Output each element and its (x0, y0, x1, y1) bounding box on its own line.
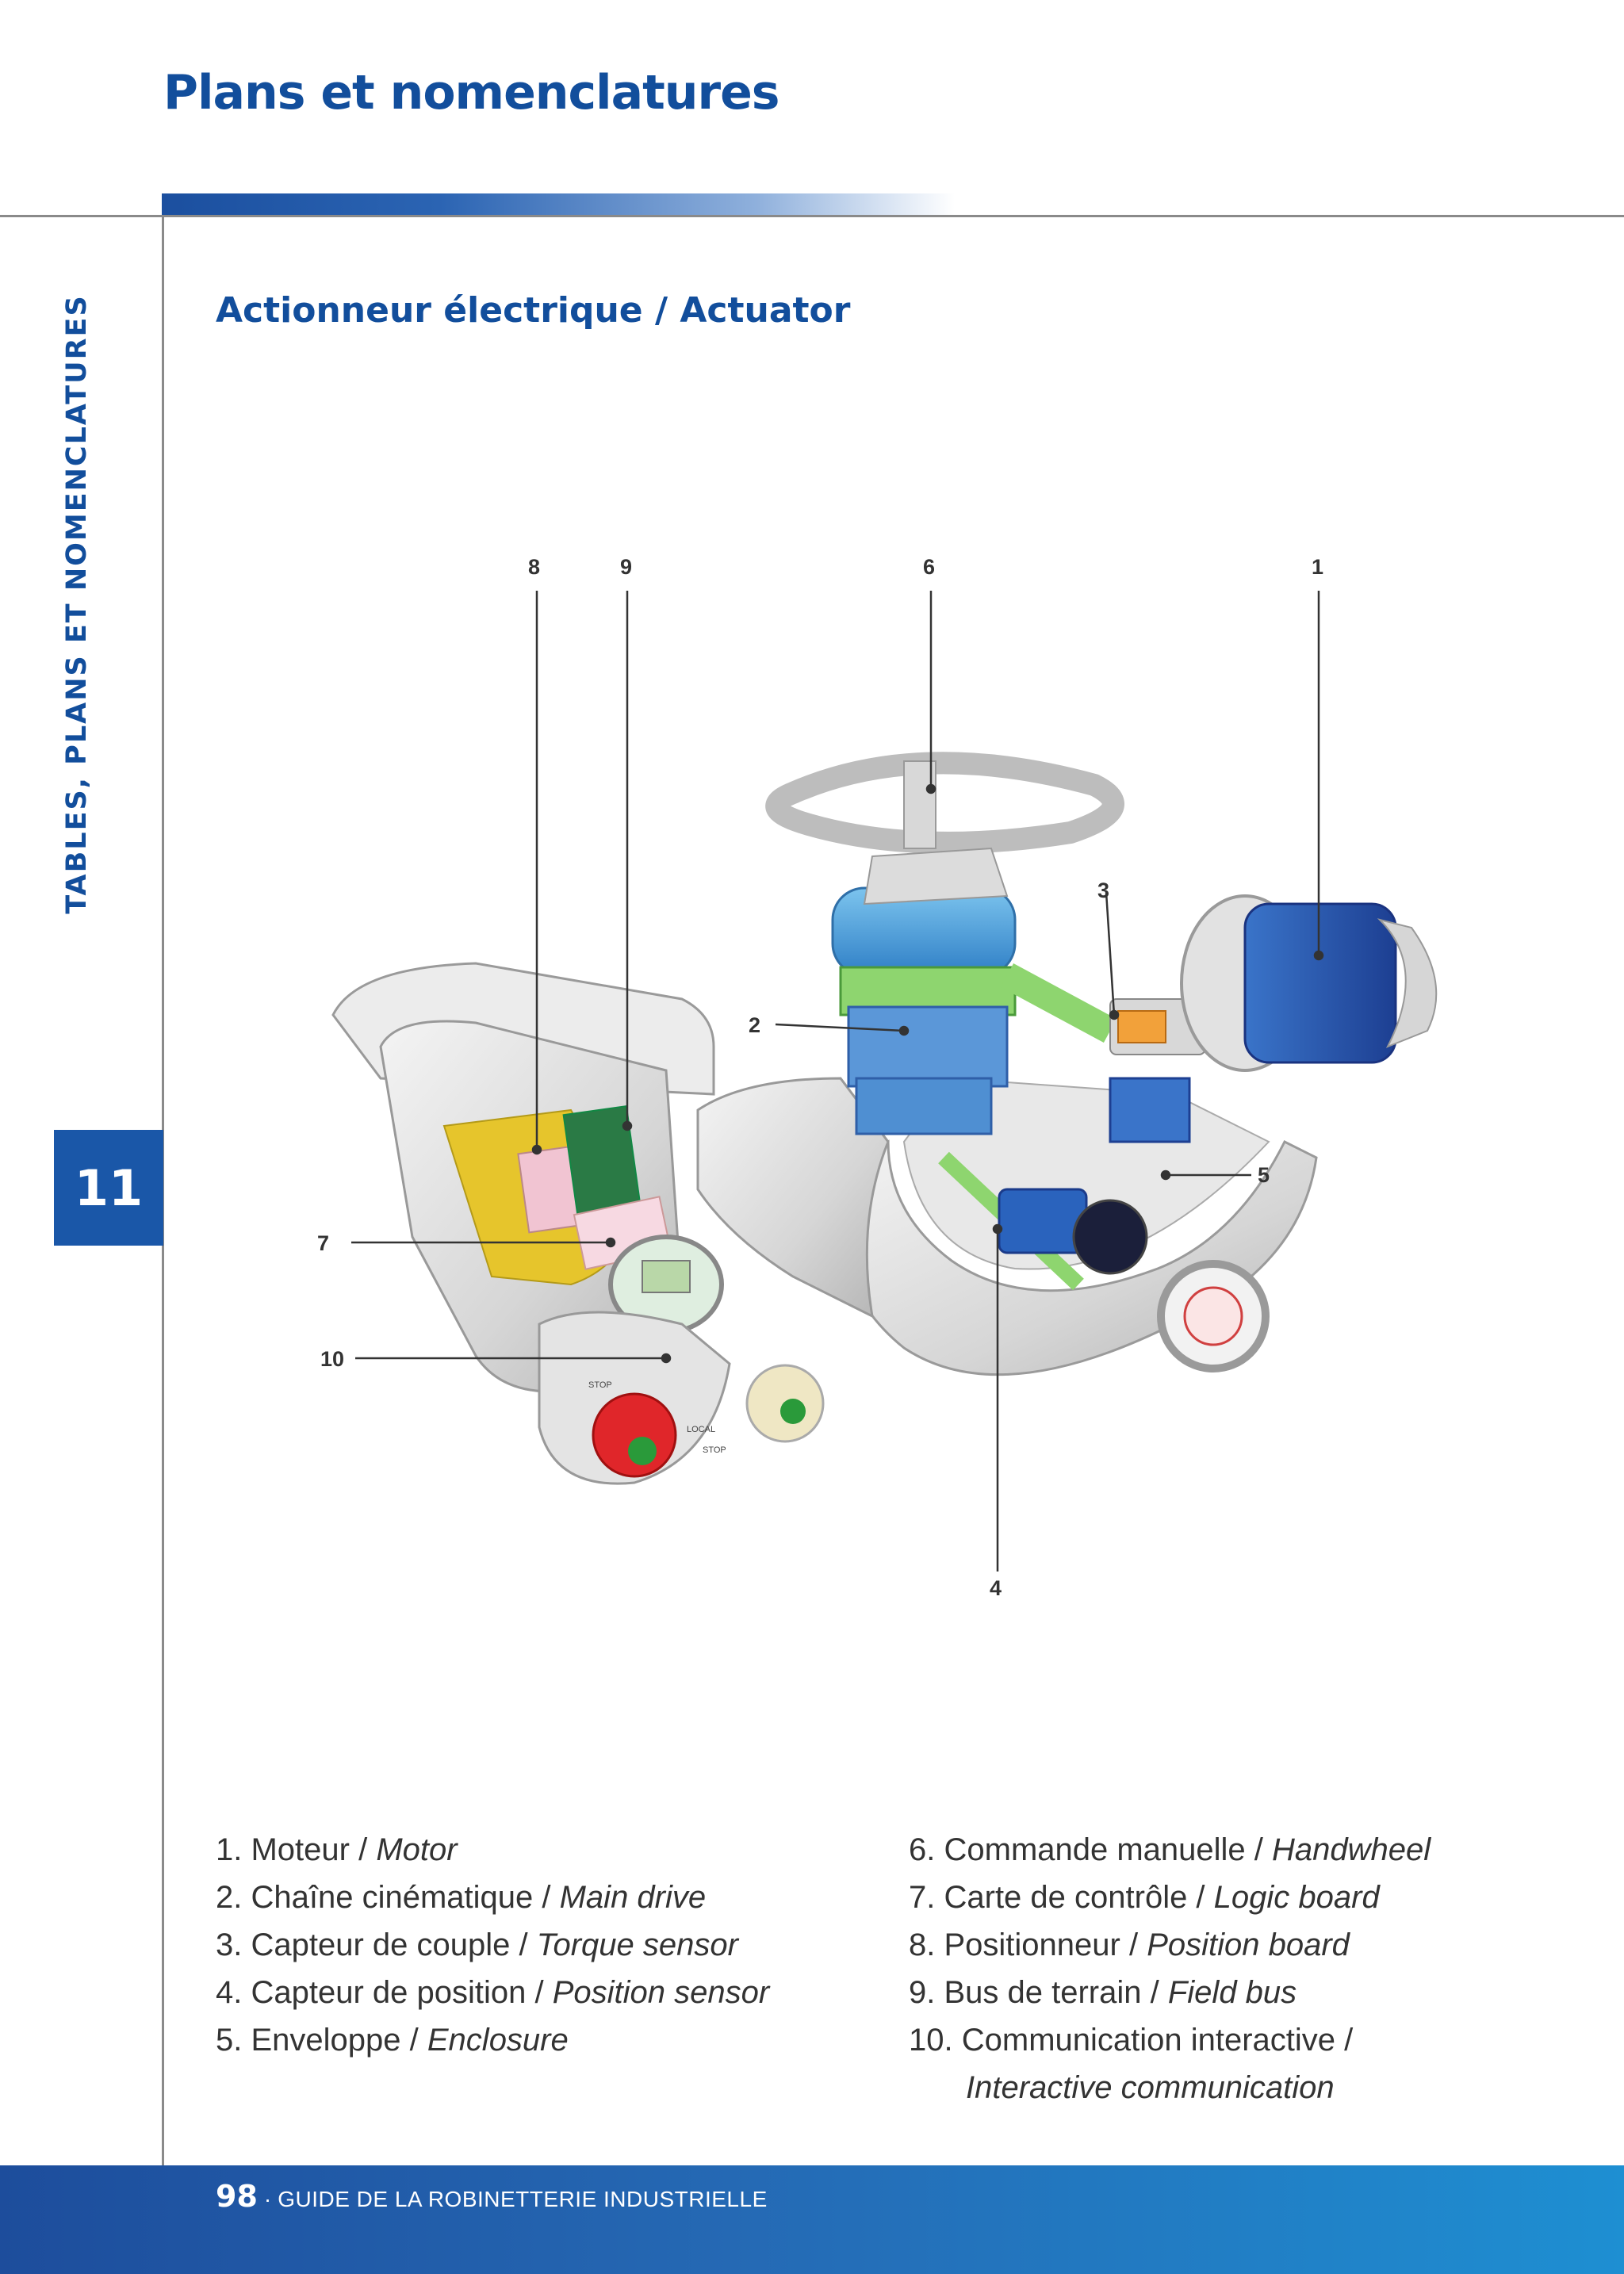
legend-num: 1. (216, 1832, 243, 1867)
callout-5: 5 (1258, 1163, 1270, 1187)
legend-num: 2. (216, 1880, 243, 1915)
center-body (696, 1077, 890, 1319)
legend-num: 5. (216, 2023, 243, 2058)
motor-assembly (1000, 894, 1438, 1143)
footer-bar (0, 2165, 1624, 2274)
legend-column-left: 1. Moteur / Motor 2. Chaîne cinématique … (216, 1826, 769, 2064)
legend-item-logic-board: 7. Carte de contrôle / Logic board (909, 1874, 1431, 1921)
legend-en: Torque sensor (536, 1928, 738, 1962)
legend-item-position-sensor: 4. Capteur de position / Position sensor (216, 1969, 769, 2016)
callout-1: 1 (1312, 555, 1324, 579)
frame-divider-top (162, 215, 1624, 217)
leader-lines (351, 591, 1324, 1572)
callout-8: 8 (528, 555, 541, 579)
legend-fr: Carte de contrôle / (944, 1880, 1214, 1915)
legend-en: Field bus (1167, 1975, 1297, 2010)
legend-item-interactive-communication: 10. Communication interactive / (909, 2016, 1431, 2064)
legend-item-field-bus: 9. Bus de terrain / Field bus (909, 1969, 1431, 2016)
legend-fr: Moteur / (251, 1832, 377, 1867)
legend-num: 4. (216, 1975, 243, 2010)
page-header-title: Plans et nomenclatures (163, 65, 779, 121)
legend-fr: Communication interactive / (961, 2023, 1354, 2058)
legend-item-continuation: Interactive communication (966, 2070, 1335, 2105)
legend-item-main-drive: 2. Chaîne cinématique / Main drive (216, 1874, 769, 1921)
legend-fr: Bus de terrain / (944, 1975, 1168, 2010)
legend-num: 7. (909, 1880, 936, 1915)
legend-fr: Commande manuelle / (944, 1832, 1273, 1867)
footer-guide-title: GUIDE DE LA ROBINETTERIE INDUSTRIELLE (278, 2187, 768, 2211)
callout-2: 2 (749, 1013, 761, 1037)
main-drive-assembly (765, 752, 1124, 1135)
legend-fr: Enveloppe / (251, 2023, 427, 2058)
legend-item-handwheel: 6. Commande manuelle / Handwheel (909, 1826, 1431, 1874)
panel-label-stop-1: STOP (588, 1380, 612, 1390)
legend-item-motor: 1. Moteur / Motor (216, 1826, 769, 1874)
callout-7: 7 (317, 1231, 330, 1255)
header-gradient-bar (162, 193, 955, 216)
legend-num: 10. (909, 2023, 953, 2058)
chapter-number: 11 (74, 1158, 144, 1217)
legend-en: Handwheel (1272, 1832, 1431, 1867)
legend-en: Position sensor (552, 1975, 770, 2010)
callout-6: 6 (923, 555, 936, 579)
section-title: Actionneur électrique / Actuator (216, 290, 851, 331)
legend-num: 3. (216, 1928, 243, 1962)
panel-label-local: LOCAL (687, 1425, 715, 1434)
legend-en: Position board (1147, 1928, 1350, 1962)
callout-10: 10 (320, 1347, 345, 1371)
footer: 98 · GUIDE DE LA ROBINETTERIE INDUSTRIEL… (216, 2179, 768, 2214)
legend-num: 9. (909, 1975, 936, 2010)
legend-fr: Positionneur / (944, 1928, 1147, 1962)
sidebar-vertical-label: TABLES, PLANS ET NOMENCLATURES (61, 294, 93, 914)
callout-4: 4 (990, 1576, 1002, 1600)
callout-9: 9 (620, 555, 633, 579)
callout-3: 3 (1097, 879, 1110, 902)
legend-en: Motor (376, 1832, 458, 1867)
frame-divider-left (0, 215, 163, 217)
control-housing: STOP LOCAL STOP (331, 962, 825, 1485)
actuator-illustration: STOP LOCAL STOP (331, 591, 1438, 1572)
legend-en: Main drive (559, 1880, 707, 1915)
panel-label-stop-2: STOP (703, 1445, 726, 1455)
legend-fr: Capteur de couple / (251, 1928, 537, 1962)
legend-item-torque-sensor: 3. Capteur de couple / Torque sensor (216, 1921, 769, 1969)
actuator-figure: STOP LOCAL STOP (238, 523, 1491, 1633)
legend-num: 6. (909, 1832, 936, 1867)
footer-page-number: 98 (216, 2179, 258, 2214)
legend-item-position-board: 8. Positionneur / Position board (909, 1921, 1431, 1969)
legend-fr: Capteur de position / (251, 1975, 553, 2010)
legend-fr: Chaîne cinématique / (251, 1880, 560, 1915)
footer-separator: · (263, 2187, 272, 2211)
position-sensor-assembly (938, 1151, 1270, 1372)
legend-item-enclosure: 5. Enveloppe / Enclosure (216, 2016, 769, 2064)
legend-en: Logic board (1213, 1880, 1380, 1915)
legend-column-right: 6. Commande manuelle / Handwheel 7. Cart… (909, 1826, 1431, 2111)
legend-num: 8. (909, 1928, 936, 1962)
chapter-tab[interactable]: 11 (54, 1130, 163, 1246)
legend-en: Enclosure (427, 2023, 569, 2058)
